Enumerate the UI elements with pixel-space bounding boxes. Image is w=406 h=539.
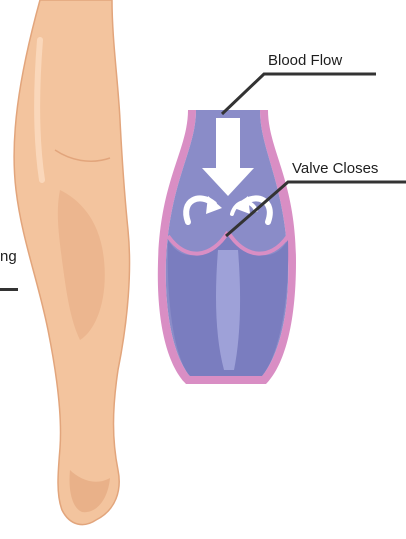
- valve-closes-label: Valve Closes: [292, 160, 378, 177]
- cropped-left-label: ng: [0, 248, 17, 265]
- blood-flow-label: Blood Flow: [268, 52, 342, 69]
- vein-section: [158, 110, 296, 384]
- leg-illustration: [14, 0, 129, 525]
- blood-flow-leader: [222, 74, 376, 114]
- left-leader-line: [0, 288, 18, 291]
